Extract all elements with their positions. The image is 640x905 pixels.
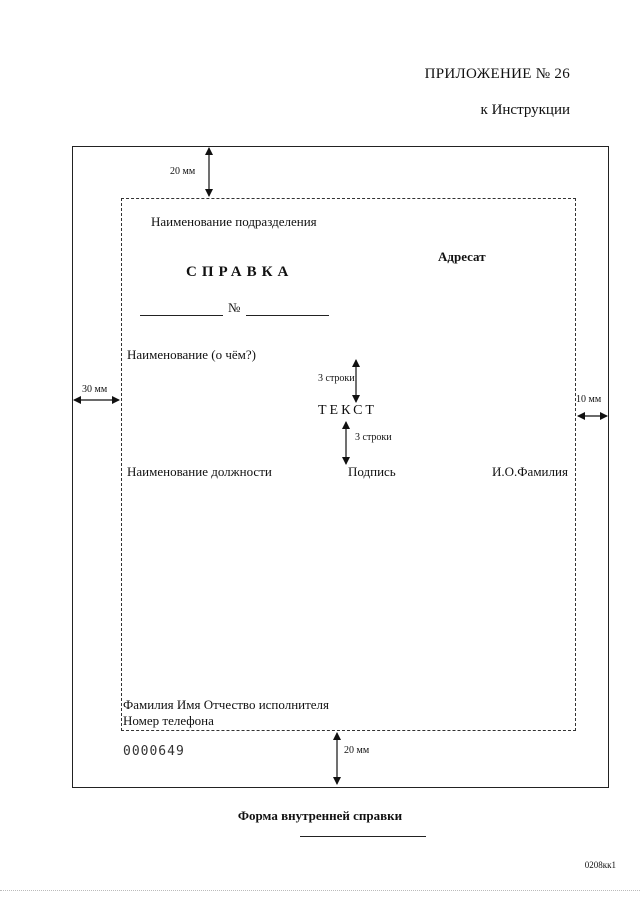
body-text-placeholder: ТЕКСТ	[318, 403, 377, 418]
addressee: Адресат	[438, 249, 486, 264]
subject-heading: Наименование (о чём?)	[127, 347, 256, 362]
spacing-above-label: 3 строки	[318, 373, 355, 384]
form-code: 0208кк1	[584, 860, 616, 870]
executor-phone: Номер телефона	[123, 713, 214, 728]
caption-underline	[300, 836, 426, 837]
document-title: СПРАВКА	[186, 264, 294, 280]
right-margin-label: 10 мм	[576, 394, 602, 405]
spacing-below-label: 3 строки	[355, 432, 392, 443]
left-margin-label: 30 мм	[82, 384, 108, 395]
document-number: 0000649	[123, 744, 185, 759]
scan-edge-line	[0, 890, 640, 891]
signer-name: И.О.Фамилия	[492, 464, 568, 479]
position-title: Наименование должности	[127, 464, 272, 479]
instruction-reference: к Инструкции	[480, 102, 570, 118]
signature-placeholder: Подпись	[348, 464, 396, 479]
top-margin-label: 20 мм	[170, 166, 196, 177]
page-outer-frame	[72, 146, 609, 788]
form-caption: Форма внутренней справки	[237, 808, 403, 823]
bottom-margin-label: 20 мм	[344, 745, 370, 756]
appendix-heading: ПРИЛОЖЕНИЕ № 26	[424, 66, 570, 82]
department-name: Наименование подразделения	[151, 214, 317, 229]
date-line	[140, 315, 223, 316]
number-line	[246, 315, 329, 316]
printable-area-frame	[121, 198, 576, 731]
number-sign: №	[228, 300, 241, 315]
executor-name: Фамилия Имя Отчество исполнителя	[123, 697, 330, 712]
